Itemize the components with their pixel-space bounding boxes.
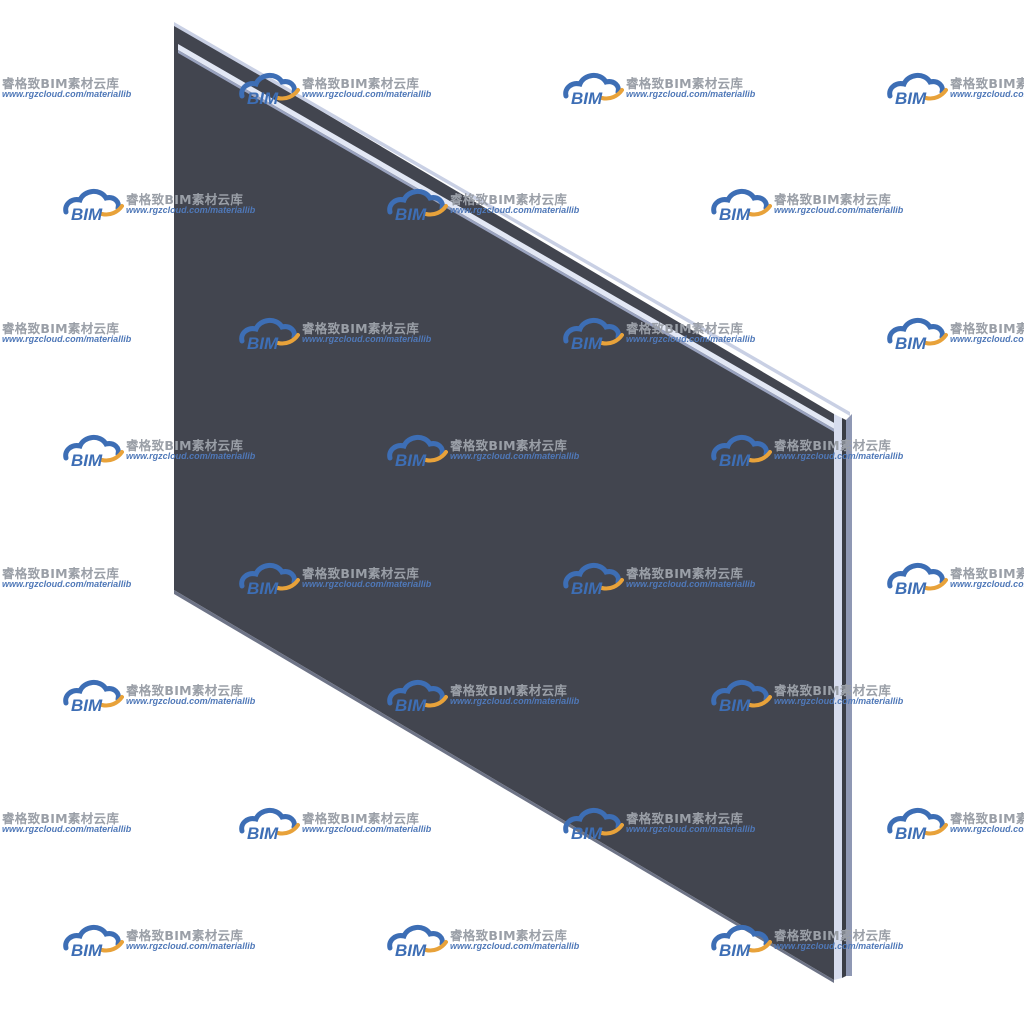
panel-top-groove-shadow xyxy=(178,50,836,433)
panel-top-edge xyxy=(174,22,850,416)
panel-side-gap xyxy=(842,418,846,978)
panel-side-layer-2 xyxy=(846,414,852,976)
panel-bottom-edge xyxy=(174,590,834,983)
panel-top-groove xyxy=(178,44,836,430)
panel-side-layer-1 xyxy=(834,414,842,980)
panel-front-face xyxy=(174,24,834,980)
